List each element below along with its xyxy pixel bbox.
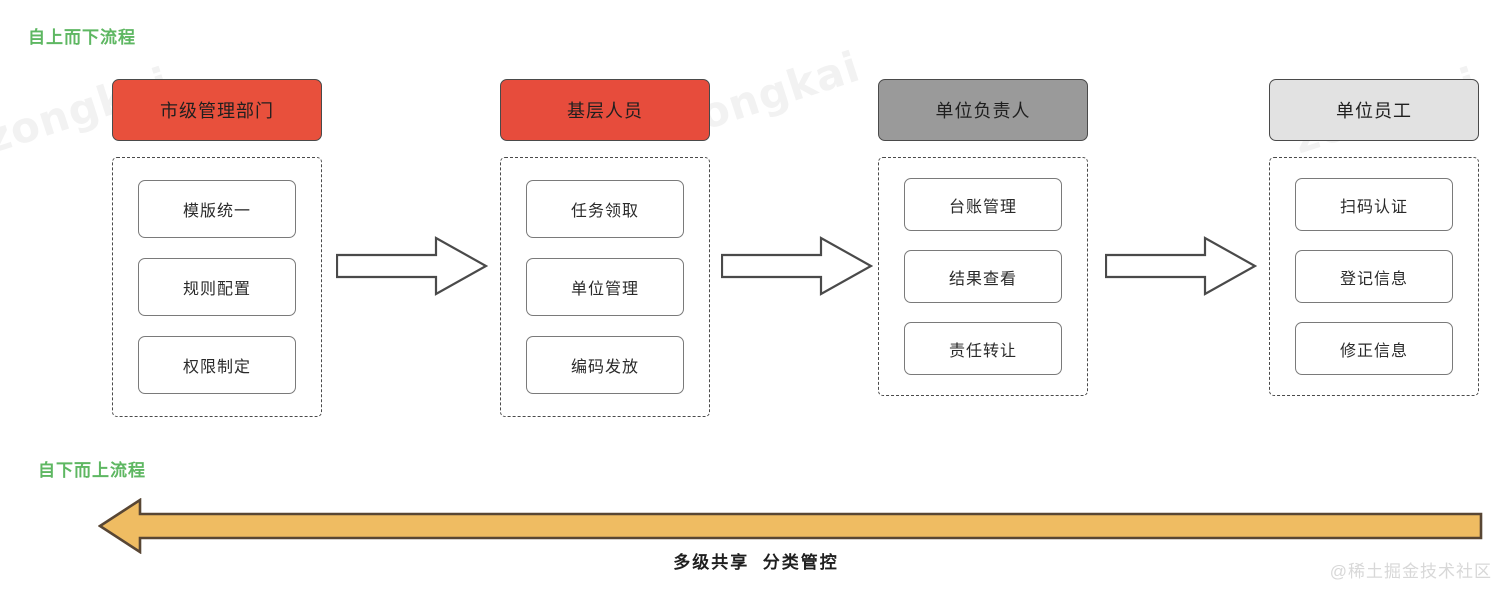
item-box[interactable]: 结果查看 [904, 250, 1062, 303]
item-box[interactable]: 权限制定 [138, 336, 296, 394]
item-box[interactable]: 责任转让 [904, 322, 1062, 375]
column-header-unit-manager[interactable]: 单位负责人 [878, 79, 1088, 141]
flow-column-unit-employee: 单位员工 扫码认证 登记信息 修正信息 [1269, 79, 1479, 396]
flow-column-city-department: 市级管理部门 模版统一 规则配置 权限制定 [112, 79, 322, 417]
column-body-city-department: 模版统一 规则配置 权限制定 [112, 157, 322, 417]
item-box[interactable]: 规则配置 [138, 258, 296, 316]
watermark-corner: @稀土掘金技术社区 [1329, 562, 1492, 581]
item-box[interactable]: 台账管理 [904, 178, 1062, 231]
column-header-city-department[interactable]: 市级管理部门 [112, 79, 322, 141]
column-body-unit-employee: 扫码认证 登记信息 修正信息 [1269, 157, 1479, 396]
flow-arrow-right-icon [720, 235, 874, 297]
column-header-grassroots-staff[interactable]: 基层人员 [500, 79, 710, 141]
flow-column-grassroots-staff: 基层人员 任务领取 单位管理 编码发放 [500, 79, 710, 417]
bottom-up-arrow-left-icon [97, 497, 1483, 555]
column-body-grassroots-staff: 任务领取 单位管理 编码发放 [500, 157, 710, 417]
item-box[interactable]: 登记信息 [1295, 250, 1453, 303]
bottom-caption: 多级共享 分类管控 [673, 553, 839, 572]
item-box[interactable]: 模版统一 [138, 180, 296, 238]
column-header-unit-employee[interactable]: 单位员工 [1269, 79, 1479, 141]
section-title-bottom-up: 自下而上流程 [38, 461, 146, 480]
item-box[interactable]: 扫码认证 [1295, 178, 1453, 231]
flow-arrow-right-icon [335, 235, 489, 297]
flow-arrow-right-icon [1104, 235, 1258, 297]
item-box[interactable]: 编码发放 [526, 336, 684, 394]
item-box[interactable]: 单位管理 [526, 258, 684, 316]
item-box[interactable]: 任务领取 [526, 180, 684, 238]
section-title-top-down: 自上而下流程 [28, 28, 136, 47]
column-body-unit-manager: 台账管理 结果查看 责任转让 [878, 157, 1088, 396]
flow-column-unit-manager: 单位负责人 台账管理 结果查看 责任转让 [878, 79, 1088, 396]
item-box[interactable]: 修正信息 [1295, 322, 1453, 375]
